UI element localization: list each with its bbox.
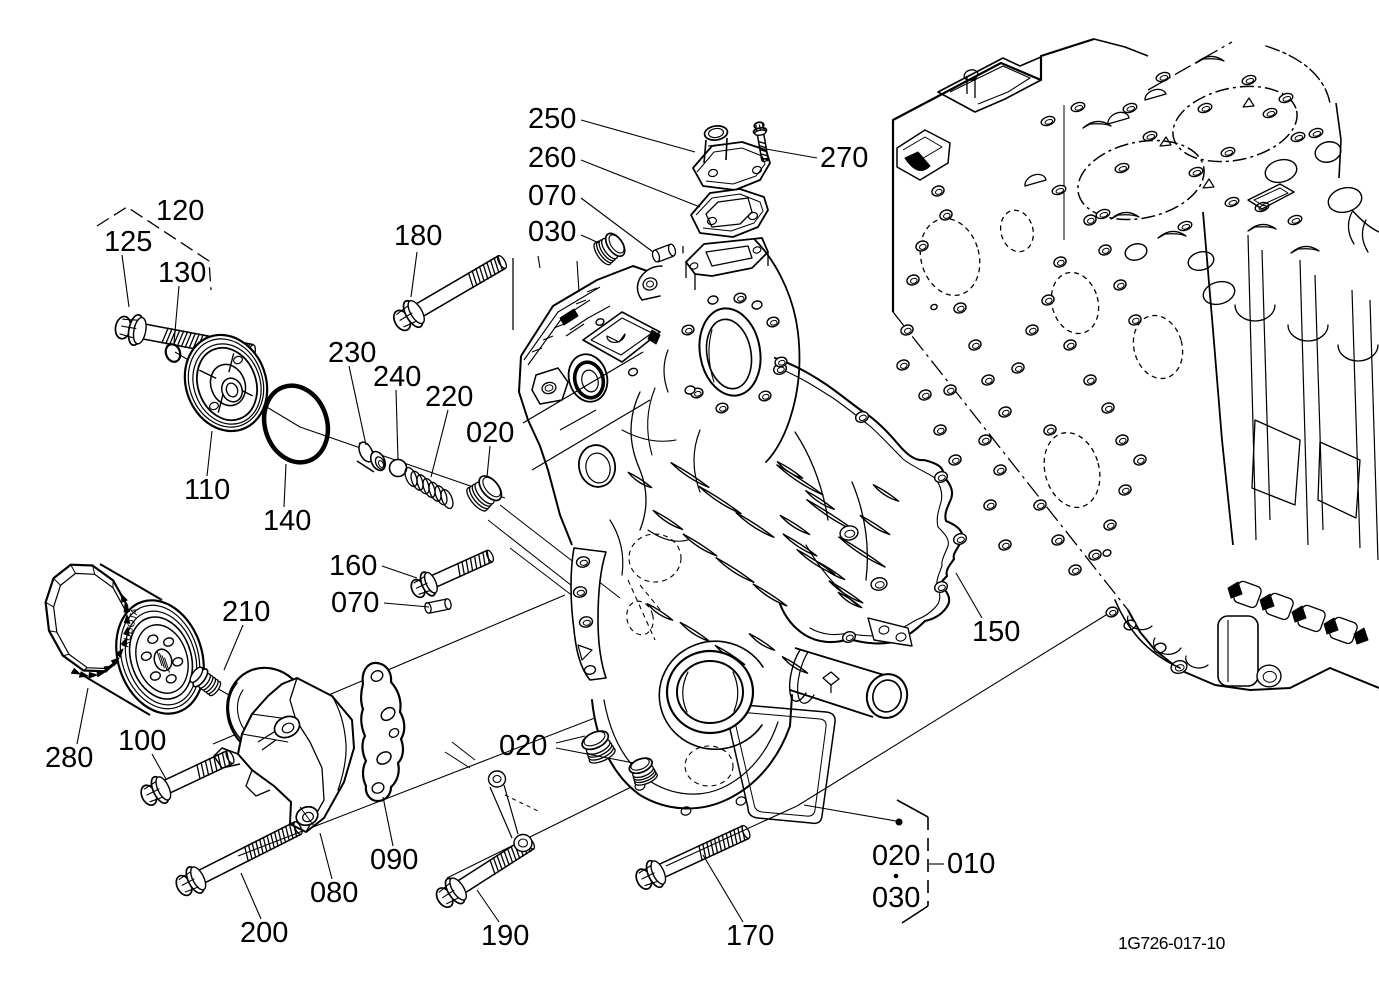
svg-text:070: 070 — [528, 180, 576, 212]
svg-text:030: 030 — [528, 216, 576, 248]
svg-text:030: 030 — [872, 882, 920, 914]
svg-text:200: 200 — [240, 917, 288, 949]
svg-text:090: 090 — [370, 844, 418, 876]
svg-text:130: 130 — [158, 257, 206, 289]
svg-text:110: 110 — [184, 474, 230, 506]
svg-text:080: 080 — [310, 877, 358, 909]
svg-text:210: 210 — [222, 596, 270, 628]
svg-text:125: 125 — [104, 226, 152, 258]
svg-text:1G726-017-10: 1G726-017-10 — [1118, 933, 1226, 953]
svg-text:190: 190 — [481, 920, 529, 952]
svg-text:220: 220 — [425, 381, 473, 413]
svg-text:100: 100 — [118, 725, 166, 757]
svg-text:180: 180 — [394, 220, 442, 252]
svg-text:270: 270 — [820, 142, 868, 174]
svg-text:160: 160 — [329, 550, 377, 582]
svg-text:260: 260 — [528, 142, 576, 174]
svg-text:120: 120 — [156, 195, 204, 227]
svg-text:020: 020 — [466, 417, 514, 449]
svg-text:020: 020 — [499, 730, 547, 762]
svg-text:070: 070 — [331, 587, 379, 619]
svg-text:140: 140 — [263, 505, 311, 537]
svg-text:010: 010 — [947, 848, 995, 880]
svg-text:240: 240 — [373, 361, 421, 393]
svg-text:020: 020 — [872, 840, 920, 872]
svg-text:150: 150 — [972, 616, 1020, 648]
svg-text:170: 170 — [726, 920, 774, 952]
svg-text:230: 230 — [328, 337, 376, 369]
svg-text:250: 250 — [528, 103, 576, 135]
svg-text:280: 280 — [45, 742, 93, 774]
